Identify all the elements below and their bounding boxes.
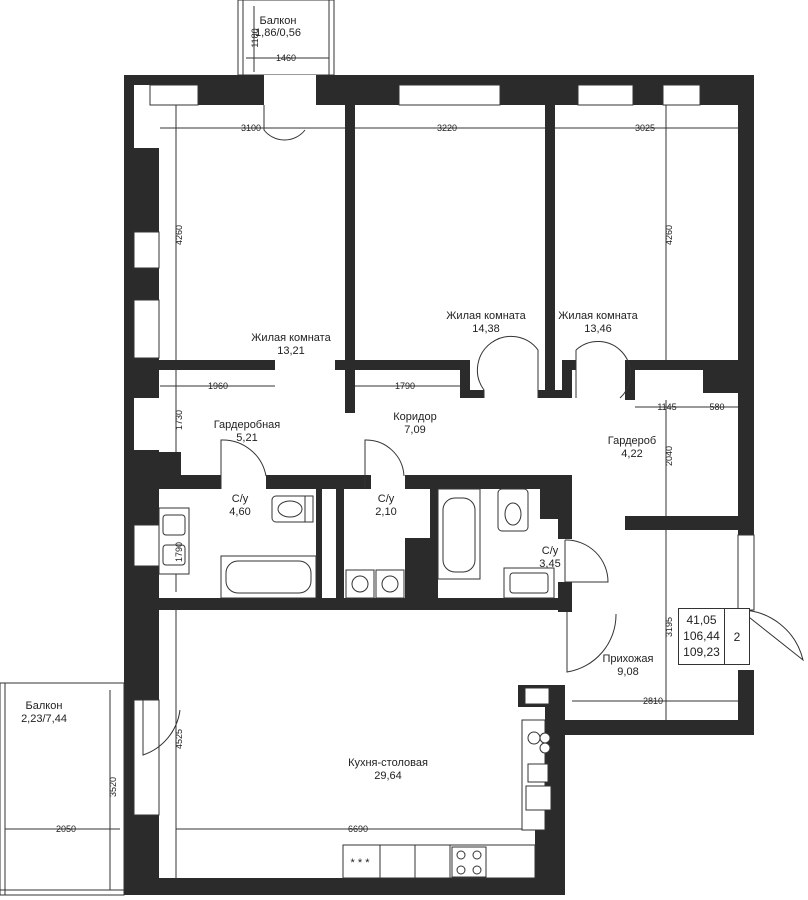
dim-label: 1790 xyxy=(174,542,184,562)
room-name: Гардеробная xyxy=(214,419,281,431)
dim-label: 3220 xyxy=(437,123,457,133)
total-area-with-balcony: 109,23 xyxy=(683,645,720,659)
dim-label: 2050 xyxy=(56,824,76,834)
stove xyxy=(451,846,487,878)
dim-label: 580 xyxy=(709,402,724,412)
room-area: 3,45 xyxy=(539,558,560,570)
doors xyxy=(142,105,804,756)
room-name: Жилая комната xyxy=(558,310,638,322)
dim-label: 3100 xyxy=(241,123,261,133)
dim-label: 4525 xyxy=(174,729,184,749)
room-area: 9,08 xyxy=(617,666,638,678)
room-area: 13,46 xyxy=(584,323,612,335)
room-labels: Балкон 1,86/0,56 Жилая комната 13,21 Жил… xyxy=(21,15,656,782)
room-area: 4,22 xyxy=(621,448,642,460)
left-balcony xyxy=(0,682,125,896)
room-name: Гардероб xyxy=(608,435,656,447)
dim-label: 3195 xyxy=(664,617,674,637)
dimension-labels: 1180 1460 3100 3220 3025 4260 4260 1960 … xyxy=(56,28,725,834)
dim-label: 2040 xyxy=(664,446,674,466)
room-name: Кухня-столовая xyxy=(348,757,428,769)
room-area: 4,60 xyxy=(229,506,250,518)
dim-label: 4260 xyxy=(664,225,674,245)
dim-label: 1960 xyxy=(208,381,228,391)
dim-label: 2810 xyxy=(643,696,663,706)
fixtures xyxy=(158,488,555,879)
room-area: 2,10 xyxy=(375,506,396,518)
dim-label: 3025 xyxy=(635,123,655,133)
dim-label: 6690 xyxy=(348,824,368,834)
dim-label: 1180 xyxy=(250,28,260,47)
room-name: С/у xyxy=(232,493,249,505)
room-name: Жилая комната xyxy=(446,310,526,322)
room-count: 2 xyxy=(724,609,749,664)
room-name: Балкон xyxy=(26,700,63,712)
room-area: 7,09 xyxy=(404,424,425,436)
top-balcony xyxy=(237,0,335,76)
room-area: 13,21 xyxy=(277,345,305,357)
room-name: Балкон xyxy=(260,15,297,27)
room-name: С/у xyxy=(542,545,559,557)
dim-label: 4260 xyxy=(174,225,184,245)
room-area: 1,86/0,56 xyxy=(255,27,301,39)
dim-label: 3520 xyxy=(108,777,118,797)
room-name: Прихожая xyxy=(603,653,654,665)
living-area: 41,05 xyxy=(686,613,717,627)
dim-label: 1790 xyxy=(395,381,415,391)
room-name: С/у xyxy=(378,493,395,505)
dim-label: 1730 xyxy=(174,410,184,430)
room-area: 5,21 xyxy=(236,432,257,444)
room-name: Коридор xyxy=(393,411,436,423)
dim-label: 1145 xyxy=(657,402,676,412)
exterior-walls xyxy=(124,75,755,895)
interior-walls xyxy=(159,105,738,707)
area-summary-box: 41,05 106,44 109,23 2 xyxy=(678,608,750,665)
room-area: 14,38 xyxy=(472,323,500,335)
room-area: 29,64 xyxy=(374,770,402,782)
room-area: 2,23/7,44 xyxy=(21,713,67,725)
dim-label: 1460 xyxy=(276,53,296,63)
oven-marker: * * * xyxy=(351,857,371,869)
total-area: 106,44 xyxy=(683,629,720,643)
room-name: Жилая комната xyxy=(251,332,331,344)
dimension-lines xyxy=(160,105,738,878)
area-values: 41,05 106,44 109,23 xyxy=(679,612,724,660)
